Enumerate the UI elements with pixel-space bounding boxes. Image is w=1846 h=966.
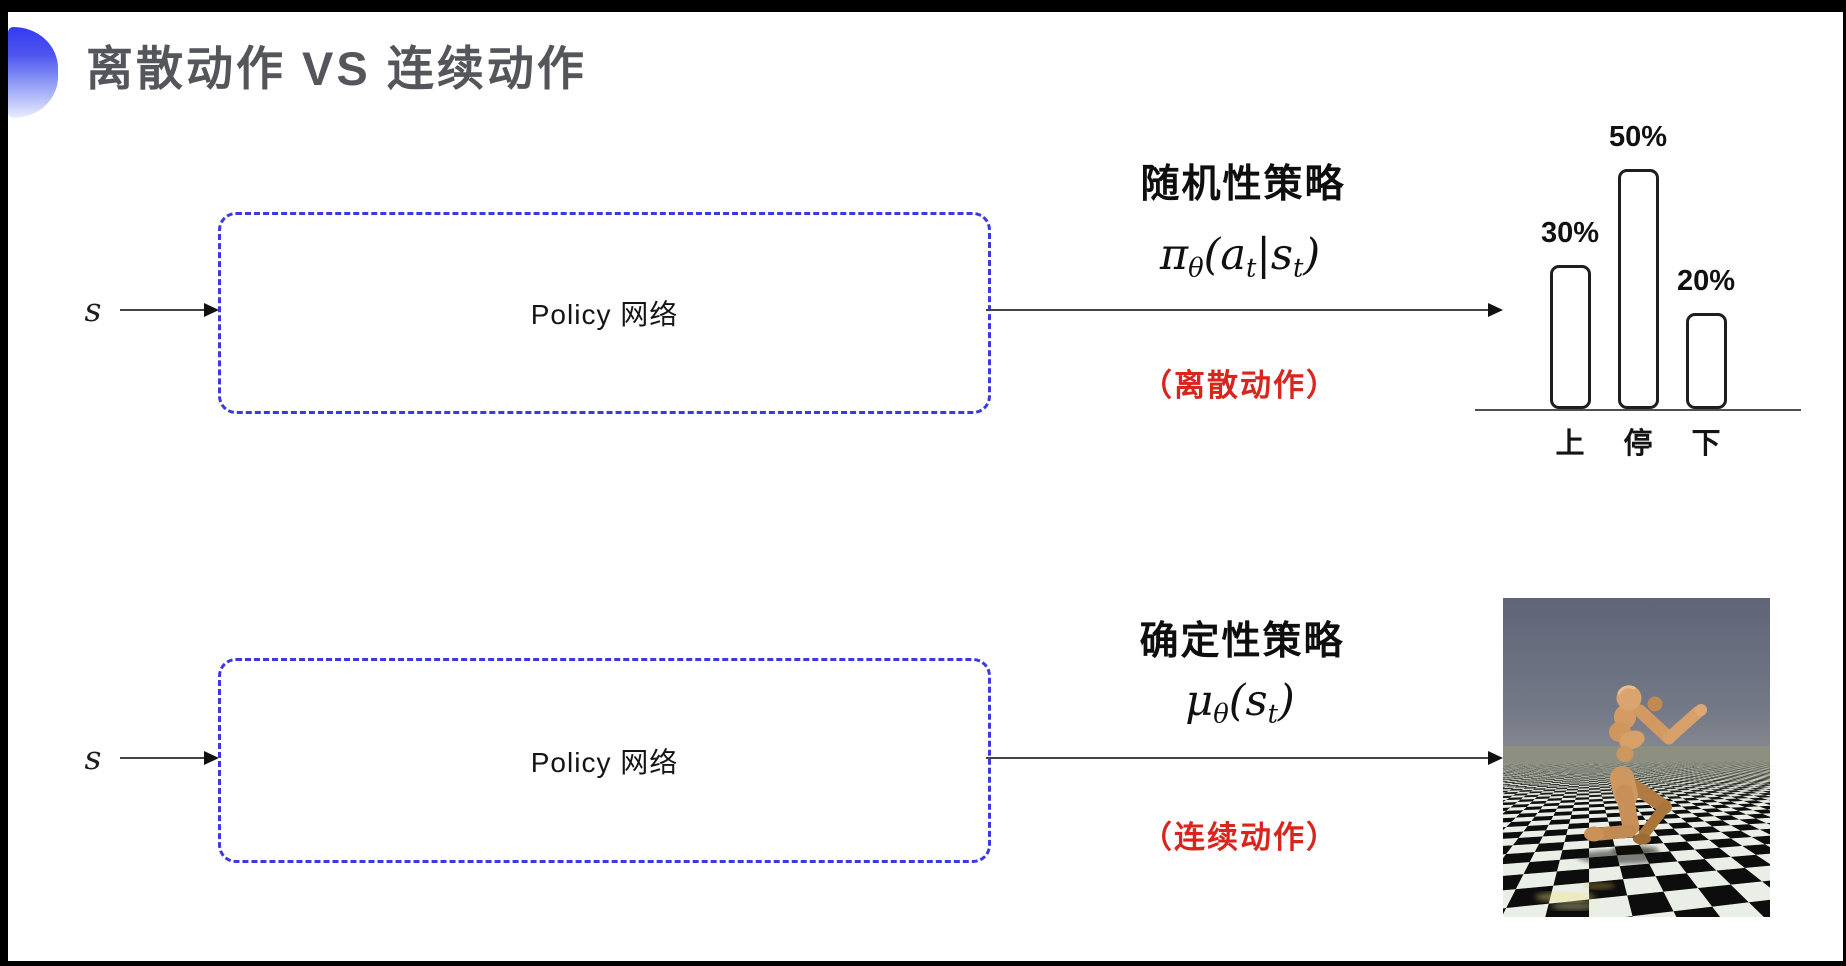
bar-value-label: 50% [1608,121,1668,153]
sky [1503,598,1770,748]
state-input-label-top: s [84,290,102,329]
frame-edge-bottom [0,961,1846,966]
deterministic-policy-title: 确定性策略 [1139,620,1345,663]
bar-value-label: 20% [1676,265,1736,297]
title-bullet-icon [8,27,58,118]
floor-reflection [1535,892,1595,902]
floor-reflection [1551,902,1595,910]
bar-column: 50% [1609,121,1667,409]
deterministic-policy-formula: μθ(st) [1185,676,1295,730]
bar-column: 20% [1677,265,1735,409]
arrow-state-to-policy-bottom [120,751,219,765]
bar-column: 30% [1541,217,1599,409]
robot-shadow [1611,846,1659,854]
humanoid-robot [1584,685,1707,845]
arrow-policy-to-distribution [986,303,1503,317]
floor-reflection [1583,882,1615,890]
humanoid-scene [1503,598,1770,917]
action-probability-bar-chart: 30% 50% 20% 上 停 下 [1475,100,1801,465]
bar-value-label: 30% [1540,217,1600,249]
stochastic-policy-formula: πθ(at|st) [1159,230,1321,284]
bar [1549,265,1591,409]
bar [1685,313,1727,409]
arrow-state-to-policy-top [120,303,219,317]
policy-network-box-top: Policy 网络 [218,212,991,414]
category-label-row: 上停下 [1475,420,1801,462]
state-input-label-bottom: s [84,738,102,777]
humanoid-simulation-image [1503,598,1770,917]
policy-box-label-bottom: Policy 网络 [530,746,679,778]
continuous-action-note: （连续动作） [1141,820,1339,855]
frame-edge-top [0,0,1846,12]
stochastic-policy-title: 随机性策略 [1140,163,1346,206]
frame-edge-left [0,0,8,966]
frame-edge-right [1843,0,1846,966]
category-label: 上 [1555,428,1585,460]
policy-box-label-top: Policy 网络 [530,299,679,330]
page-title: 离散动作 VS 连续动作 [86,42,587,95]
category-label: 停 [1623,428,1653,460]
chart-baseline [1475,409,1801,411]
bar-group: 30% 50% 20% [1475,100,1801,409]
arrow-policy-to-simulation [986,751,1503,765]
policy-network-box-bottom: Policy 网络 [218,658,991,863]
category-label: 下 [1691,428,1721,460]
discrete-action-note: （离散动作） [1141,368,1339,403]
bar [1617,169,1659,409]
